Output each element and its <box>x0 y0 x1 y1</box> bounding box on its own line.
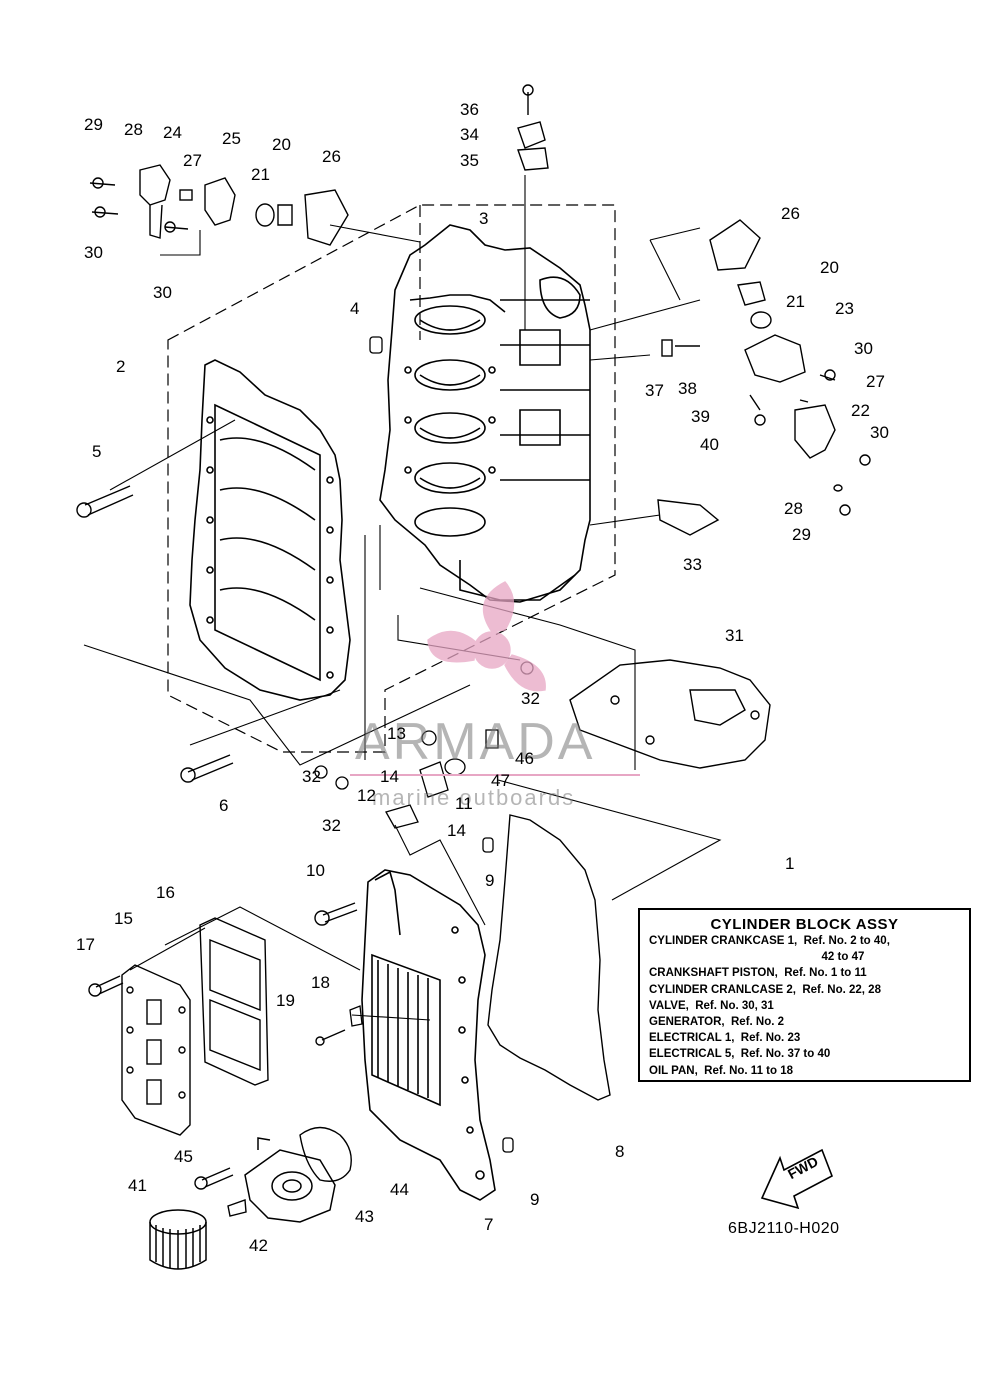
legend-line: CYLINDER CRANKCASE 1, Ref. No. 2 to 40, <box>649 935 890 947</box>
thermostat-parts-right <box>657 219 871 536</box>
callout-label: 30 <box>854 339 873 358</box>
callout-label: 41 <box>128 1176 147 1195</box>
callout-label: 28 <box>124 120 143 139</box>
callout-label: 43 <box>355 1207 374 1226</box>
callout-label: 28 <box>784 499 803 518</box>
callout-label: 13 <box>387 724 406 743</box>
callout-label: 15 <box>114 909 133 928</box>
callout-label: 44 <box>390 1180 409 1199</box>
drawing-code: 6BJ2110-H020 <box>728 1220 840 1237</box>
manifold-gasket-31 <box>569 659 771 769</box>
exhaust-cover-15 <box>121 964 191 1136</box>
callout-label: 20 <box>272 135 291 154</box>
callout-label: 1 <box>785 854 795 873</box>
callout-label: 5 <box>92 442 102 461</box>
callout-label: 7 <box>484 1215 494 1234</box>
watermark-subtitle: marine outboards <box>372 785 576 810</box>
callout-label: 29 <box>792 525 811 544</box>
legend-line: CYLINDER CRANLCASE 2, Ref. No. 22, 28 <box>649 983 881 996</box>
callout-label: 12 <box>357 786 376 805</box>
callout-label: 30 <box>870 423 889 442</box>
callout-label: 38 <box>678 379 697 398</box>
callout-label: 3 <box>479 209 489 228</box>
callout-label: 36 <box>460 100 479 119</box>
legend-line: VALVE, Ref. No. 30, 31 <box>649 999 774 1012</box>
watermark-title: ARMADA <box>355 713 596 771</box>
legend-line: GENERATOR, Ref. No. 2 <box>649 1016 785 1029</box>
callout-label: 4 <box>350 299 360 318</box>
assembly-dashed-outline <box>167 204 616 753</box>
callout-label: 10 <box>306 861 325 880</box>
bracket-gasket <box>299 1126 352 1182</box>
assembly-reference-box: CYLINDER BLOCK ASSY CYLINDER CRANKCASE 1… <box>638 908 971 1082</box>
callout-label: 11 <box>455 794 473 813</box>
callout-label: 21 <box>251 165 270 184</box>
callout-label: 42 <box>249 1236 268 1255</box>
small-parts <box>314 336 534 1153</box>
callout-label: 47 <box>491 771 510 790</box>
legend-line: OIL PAN, Ref. No. 11 to 18 <box>649 1064 793 1077</box>
filter-bracket <box>244 1137 336 1223</box>
fwd-arrow-icon <box>760 1148 834 1210</box>
callout-label: 29 <box>84 115 103 134</box>
callout-label: 6 <box>219 796 229 815</box>
callout-label: 35 <box>460 151 479 170</box>
callout-label: 23 <box>835 299 854 318</box>
callout-label: 14 <box>447 821 466 840</box>
top-bracket <box>517 84 549 171</box>
callout-label: 18 <box>311 973 330 992</box>
oil-filter <box>149 1209 207 1270</box>
legend-line: 42 to 47 <box>649 951 865 964</box>
callout-label: 27 <box>866 372 885 391</box>
callout-label: 30 <box>153 283 172 302</box>
callout-label: 17 <box>76 935 95 954</box>
callout-label: 27 <box>183 151 202 170</box>
callout-label: 25 <box>222 129 241 148</box>
callout-label: 21 <box>786 292 805 311</box>
callout-label: 26 <box>781 204 800 223</box>
leader-lines <box>83 175 722 1021</box>
cylinder-head <box>189 359 351 701</box>
armada-logo-icon <box>427 581 546 692</box>
callout-label: 33 <box>683 555 702 574</box>
callout-label: 26 <box>322 147 341 166</box>
callout-label: 24 <box>163 123 182 142</box>
callout-label: 39 <box>691 407 710 426</box>
legend-title: CYLINDER BLOCK ASSY <box>710 916 899 933</box>
crankcase-gasket <box>487 814 611 1101</box>
callout-label: 9 <box>530 1190 540 1209</box>
callout-label: 9 <box>485 871 495 890</box>
legend-line: CRANKSHAFT PISTON, Ref. No. 1 to 11 <box>649 967 867 980</box>
callout-label: 45 <box>174 1147 193 1166</box>
callout-label: 46 <box>515 749 534 768</box>
cylinder-block <box>379 224 591 603</box>
callout-label: 22 <box>851 401 870 420</box>
callout-label: 2 <box>116 357 126 376</box>
callout-label: 32 <box>521 689 540 708</box>
callout-label: 32 <box>322 816 341 835</box>
callout-label: 8 <box>615 1142 625 1161</box>
callout-label: 40 <box>700 435 719 454</box>
callout-label: 37 <box>645 381 664 400</box>
crankcase <box>361 869 496 1201</box>
callout-label: 30 <box>84 243 103 262</box>
callout-label: 19 <box>276 991 295 1010</box>
legend-line: ELECTRICAL 5, Ref. No. 37 to 40 <box>649 1048 831 1061</box>
callout-label: 32 <box>302 767 321 786</box>
thermostat-parts-left <box>89 164 349 246</box>
callout-label: 20 <box>820 258 839 277</box>
cover-gasket-16 <box>199 917 269 1086</box>
callout-label: 31 <box>725 626 744 645</box>
callout-label: 34 <box>460 125 479 144</box>
bolts <box>76 485 358 1217</box>
callout-label: 14 <box>380 767 399 786</box>
legend-line: ELECTRICAL 1, Ref. No. 23 <box>649 1032 801 1045</box>
callout-label: 16 <box>156 883 175 902</box>
